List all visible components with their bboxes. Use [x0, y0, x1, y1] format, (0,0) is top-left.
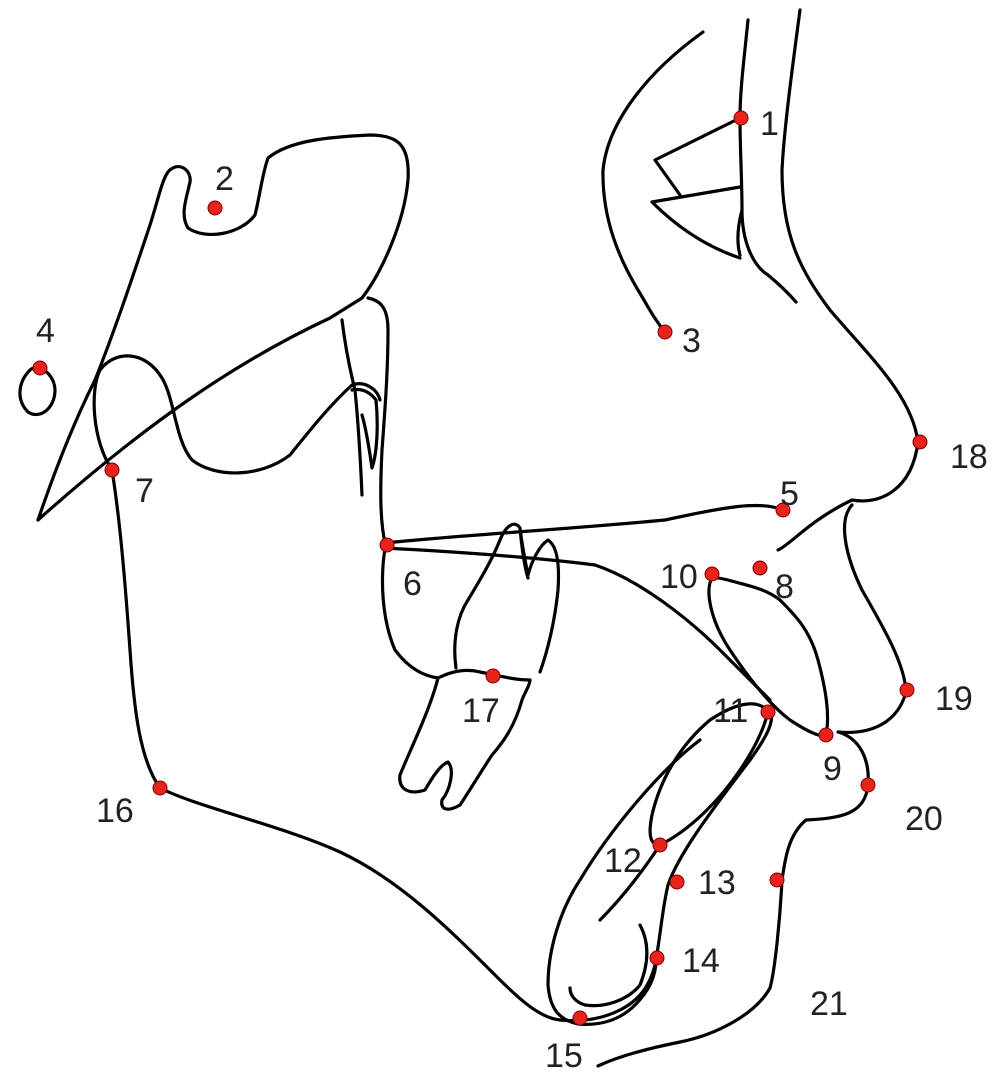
landmark-point-12: [653, 838, 667, 852]
landmark-label-7: 7: [135, 472, 154, 510]
landmark-point-16: [153, 781, 167, 795]
maxillary-tooth-posterior: [342, 298, 388, 543]
landmark-label-5: 5: [780, 475, 799, 513]
landmark-label-15: 15: [545, 1037, 583, 1074]
landmark-point-9: [819, 728, 833, 742]
landmark-label-12: 12: [604, 842, 642, 880]
landmark-label-14: 14: [682, 942, 720, 980]
palatal-plane: [385, 505, 783, 543]
landmark-point-21: [770, 873, 784, 887]
landmark-label-20: 20: [905, 800, 943, 838]
landmark-label-19: 19: [935, 680, 973, 718]
landmark-label-3: 3: [682, 322, 701, 360]
landmark-point-7: [105, 463, 119, 477]
landmark-label-8: 8: [775, 568, 794, 606]
landmark-point-13: [670, 875, 684, 889]
landmark-point-15: [573, 1011, 587, 1025]
landmark-label-11: 11: [713, 692, 748, 730]
landmark-label-9: 9: [823, 750, 842, 788]
landmark-label-2: 2: [215, 160, 234, 198]
landmark-label-21: 21: [810, 985, 848, 1023]
landmark-point-6: [380, 538, 394, 552]
landmark-label-13: 13: [698, 864, 736, 902]
landmark-point-4: [33, 361, 47, 375]
landmark-label-10: 10: [660, 558, 698, 596]
landmark-point-18: [913, 435, 927, 449]
landmark-label-4: 4: [36, 312, 55, 350]
pterygoid-curve: [94, 356, 380, 473]
landmark-point-11: [761, 705, 775, 719]
lower-incisor: [600, 704, 768, 920]
landmark-point-20: [861, 778, 875, 792]
landmark-label-17: 17: [462, 692, 500, 730]
soft-tissue-profile: [598, 10, 918, 1066]
landmark-point-3: [658, 325, 672, 339]
landmark-label-6: 6: [403, 565, 422, 603]
landmark-point-10: [705, 567, 719, 581]
orbit-outline: [603, 32, 703, 332]
landmark-point-19: [900, 683, 914, 697]
landmark-point-17: [486, 669, 500, 683]
landmark-point-2: [208, 201, 222, 215]
landmark-label-16: 16: [96, 792, 134, 830]
landmark-point-8: [753, 561, 767, 575]
nasal-bone: [652, 20, 796, 302]
landmark-point-14: [650, 951, 664, 965]
landmark-label-18: 18: [950, 438, 988, 476]
landmark-point-1: [734, 111, 748, 125]
landmark-label-1: 1: [760, 105, 779, 143]
